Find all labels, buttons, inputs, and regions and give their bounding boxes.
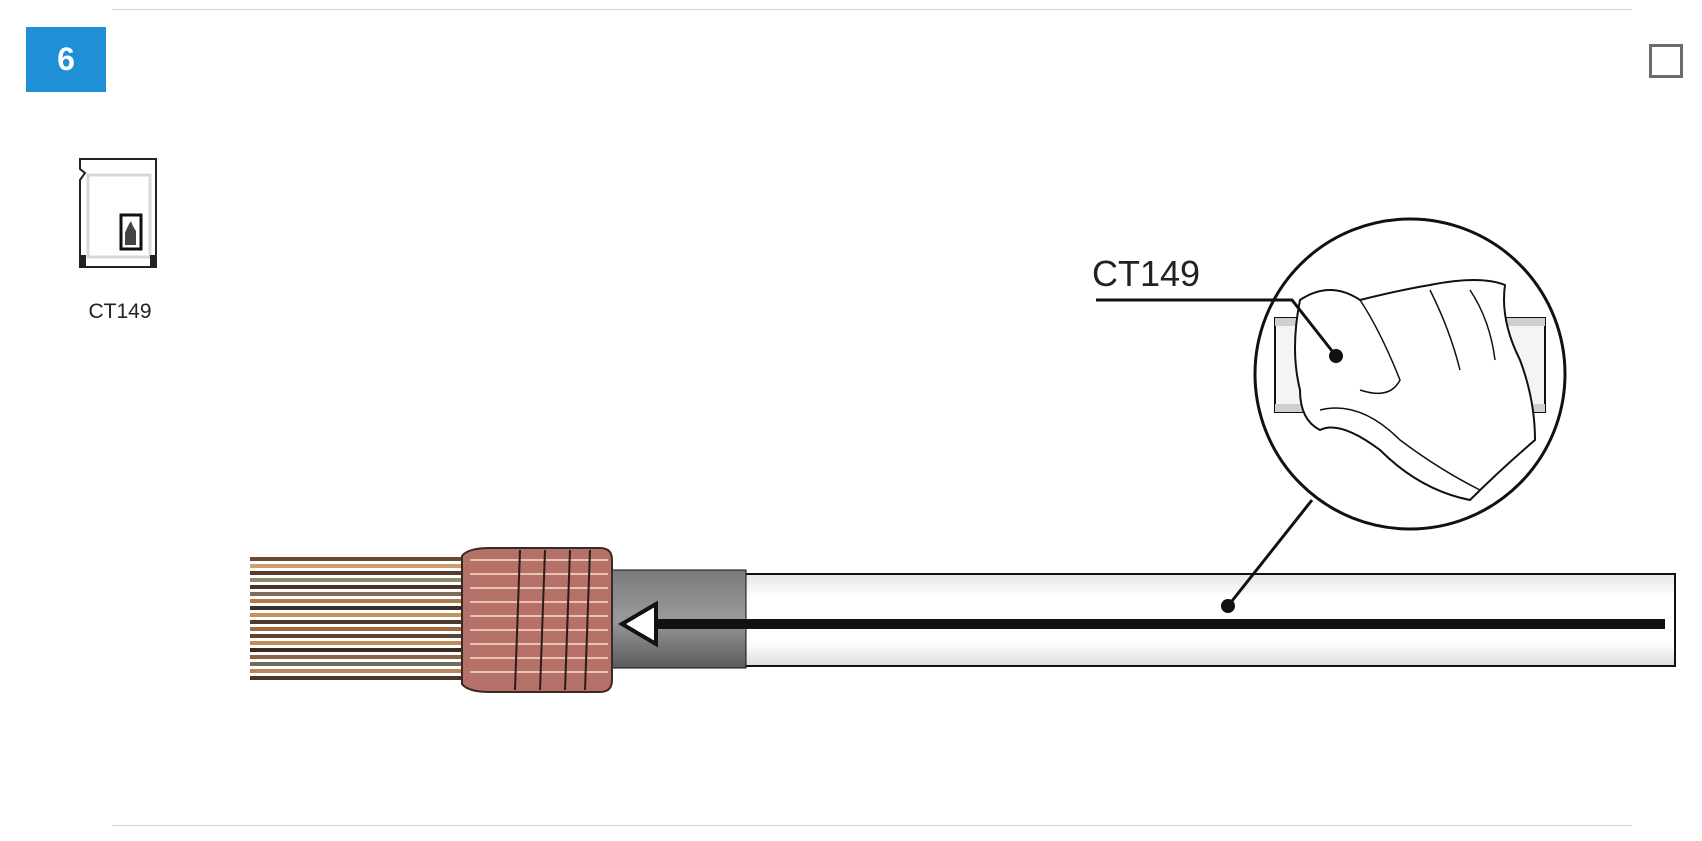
wipe-packet-icon — [79, 158, 157, 268]
material-code-label: CT149 — [88, 300, 152, 323]
callout-label: CT149 — [1092, 253, 1201, 294]
step-number-badge: 6 — [26, 27, 106, 92]
step-complete-checkbox[interactable] — [1649, 44, 1683, 78]
copper-shield — [461, 547, 613, 693]
exposed-wires — [250, 557, 470, 680]
magnified-detail-circle — [1096, 217, 1567, 531]
top-divider — [112, 9, 1632, 10]
bottom-divider — [112, 825, 1632, 826]
